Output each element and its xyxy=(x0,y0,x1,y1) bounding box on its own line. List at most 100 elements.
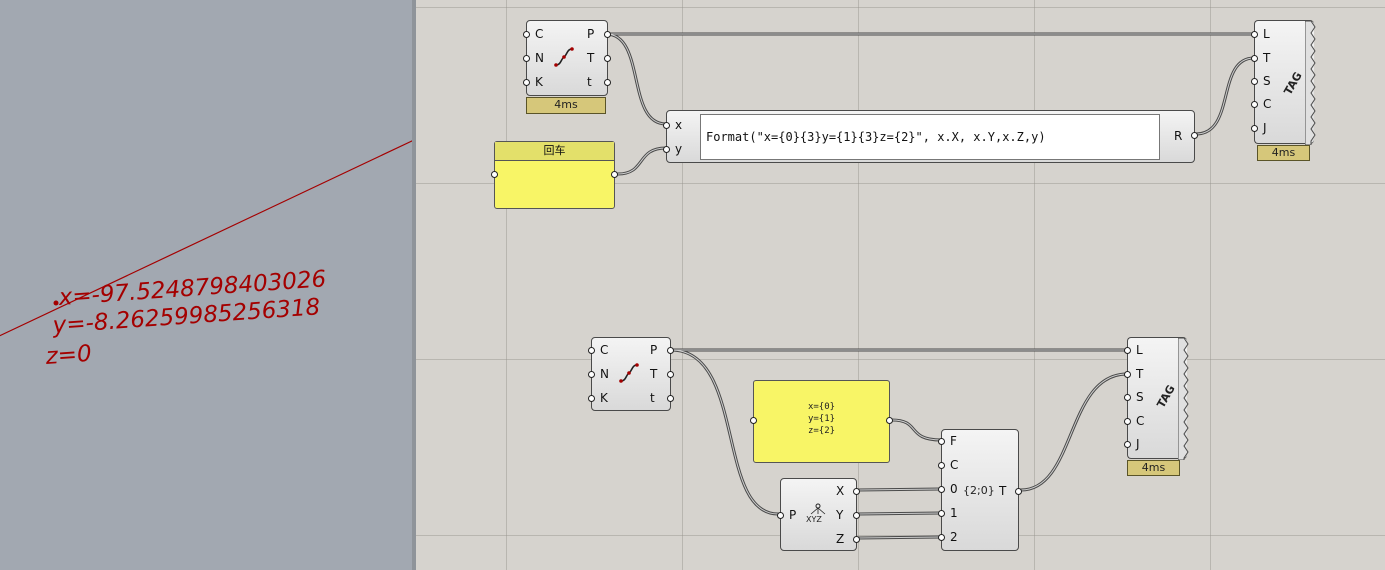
format-icon: {2;0} xyxy=(963,484,995,497)
pin-label: T xyxy=(1136,367,1144,381)
timing-badge: 4ms xyxy=(1127,460,1180,476)
pin-label: L xyxy=(1263,27,1270,41)
pin-label: y xyxy=(675,142,683,156)
wire-t-to-t-bottom xyxy=(1019,372,1129,492)
pin-label: C xyxy=(600,343,609,357)
input-port-n[interactable] xyxy=(523,55,530,62)
text-tag-component[interactable]: L T S C J TAG xyxy=(1124,337,1189,460)
output-port-t[interactable] xyxy=(604,55,611,62)
input-port-l[interactable] xyxy=(1251,31,1258,38)
pin-label: S xyxy=(1263,74,1271,88)
pin-label: X xyxy=(836,484,845,498)
pin-label: F xyxy=(950,434,957,448)
output-port-t-small[interactable] xyxy=(667,395,674,402)
input-port-s[interactable] xyxy=(1124,394,1131,401)
pin-label: 2 xyxy=(950,530,958,544)
input-port-2[interactable] xyxy=(938,534,945,541)
pin-label: C xyxy=(1136,414,1145,428)
pin-label: J xyxy=(1136,437,1140,451)
text-tag-component[interactable]: L T S C J TAG xyxy=(1251,20,1316,145)
output-port-p[interactable] xyxy=(667,347,674,354)
pin-label: L xyxy=(1136,343,1143,357)
curve-params-component[interactable]: C N K P T t xyxy=(523,20,611,96)
output-port-p[interactable] xyxy=(604,31,611,38)
pin-label: C xyxy=(1263,97,1272,111)
pin-label: T xyxy=(650,367,658,381)
input-port-k[interactable] xyxy=(523,79,530,86)
torn-edge-icon xyxy=(1178,338,1189,460)
timing-badge: 4ms xyxy=(526,97,606,114)
wire-z-to-2 xyxy=(856,535,943,540)
torn-edge-icon xyxy=(1305,21,1316,145)
output-port-t-small[interactable] xyxy=(604,79,611,86)
input-port-c[interactable] xyxy=(1124,418,1131,425)
wire-x-to-0 xyxy=(856,487,943,492)
input-port-c[interactable] xyxy=(523,31,530,38)
panel-title: 回车 xyxy=(495,142,614,161)
input-port-p[interactable] xyxy=(777,512,784,519)
rhino-viewport[interactable]: x=-97.5248798403026 y=-8.26259985256318 … xyxy=(0,0,414,570)
input-port-t[interactable] xyxy=(1251,55,1258,62)
panel-format-string[interactable]: x={0} y={1} z={2} xyxy=(750,380,893,463)
viewport-splitter[interactable] xyxy=(412,0,416,570)
grasshopper-canvas[interactable]: C N K P T t 4ms 回车 x y Format("x={0}{3}y… xyxy=(416,0,1385,570)
timing-badge: 4ms xyxy=(1257,145,1310,161)
tag-icon-label: TAG xyxy=(1281,69,1305,98)
wire-panel-to-y xyxy=(616,146,668,176)
wire-p-to-x xyxy=(604,32,668,126)
input-port-y[interactable] xyxy=(663,146,670,153)
input-port-j[interactable] xyxy=(1124,441,1131,448)
pin-label: C xyxy=(535,27,544,41)
input-port-j[interactable] xyxy=(1251,125,1258,132)
pin-label: x xyxy=(675,118,683,132)
pin-label: K xyxy=(600,391,608,405)
pin-label: T xyxy=(587,51,595,65)
pin-label: S xyxy=(1136,390,1144,404)
input-port-t[interactable] xyxy=(1124,371,1131,378)
curve-parameter-icon xyxy=(619,363,639,383)
panel-output-port[interactable] xyxy=(886,417,893,424)
input-port-f[interactable] xyxy=(938,438,945,445)
curve-params-component[interactable]: C N K P T t xyxy=(588,337,674,411)
output-port-z[interactable] xyxy=(853,536,860,543)
pin-label: N xyxy=(535,51,544,65)
input-port-c[interactable] xyxy=(1251,101,1258,108)
input-port-l[interactable] xyxy=(1124,347,1131,354)
input-port-1[interactable] xyxy=(938,510,945,517)
deconstruct-point-component[interactable]: P X Y Z XYZ xyxy=(777,478,860,551)
pin-label: t xyxy=(587,75,592,89)
pin-label: N xyxy=(600,367,609,381)
output-port-y[interactable] xyxy=(853,512,860,519)
format-component[interactable]: F C 0 1 2 {2;0} T xyxy=(938,429,1022,551)
wire-panel-to-f xyxy=(890,418,943,442)
output-port-t[interactable] xyxy=(1015,488,1022,495)
panel-output-port[interactable] xyxy=(611,171,618,178)
output-port-r[interactable] xyxy=(1191,132,1198,139)
pin-label: J xyxy=(1263,121,1267,135)
pin-label: P xyxy=(587,27,595,41)
input-port-c[interactable] xyxy=(588,347,595,354)
pin-label: T xyxy=(999,484,1007,498)
panel-return[interactable]: 回车 xyxy=(491,141,618,209)
pin-label: Z xyxy=(836,532,845,546)
output-port-x[interactable] xyxy=(853,488,860,495)
wire-y-to-1 xyxy=(856,511,943,516)
input-port-s[interactable] xyxy=(1251,78,1258,85)
expression-component[interactable]: x y Format("x={0}{3}y={1}{3}z={2}", x.X,… xyxy=(663,110,1198,163)
input-port-k[interactable] xyxy=(588,395,595,402)
panel-line-y: y={1} xyxy=(807,414,836,424)
input-port-0[interactable] xyxy=(938,486,945,493)
input-port-c[interactable] xyxy=(938,462,945,469)
pin-label: P xyxy=(789,508,797,522)
panel-input-port[interactable] xyxy=(750,417,757,424)
curve-line xyxy=(0,139,414,337)
pin-label: P xyxy=(650,343,658,357)
output-port-t[interactable] xyxy=(667,371,674,378)
tag-icon-label: TAG xyxy=(1154,382,1178,411)
input-port-x[interactable] xyxy=(663,122,670,129)
pin-label: 1 xyxy=(950,506,958,520)
input-port-n[interactable] xyxy=(588,371,595,378)
panel-line-x: x={0} xyxy=(807,402,836,412)
panel-input-port[interactable] xyxy=(491,171,498,178)
expression-text-field[interactable]: Format("x={0}{3}y={1}{3}z={2}", x.X, x.Y… xyxy=(700,114,1160,160)
